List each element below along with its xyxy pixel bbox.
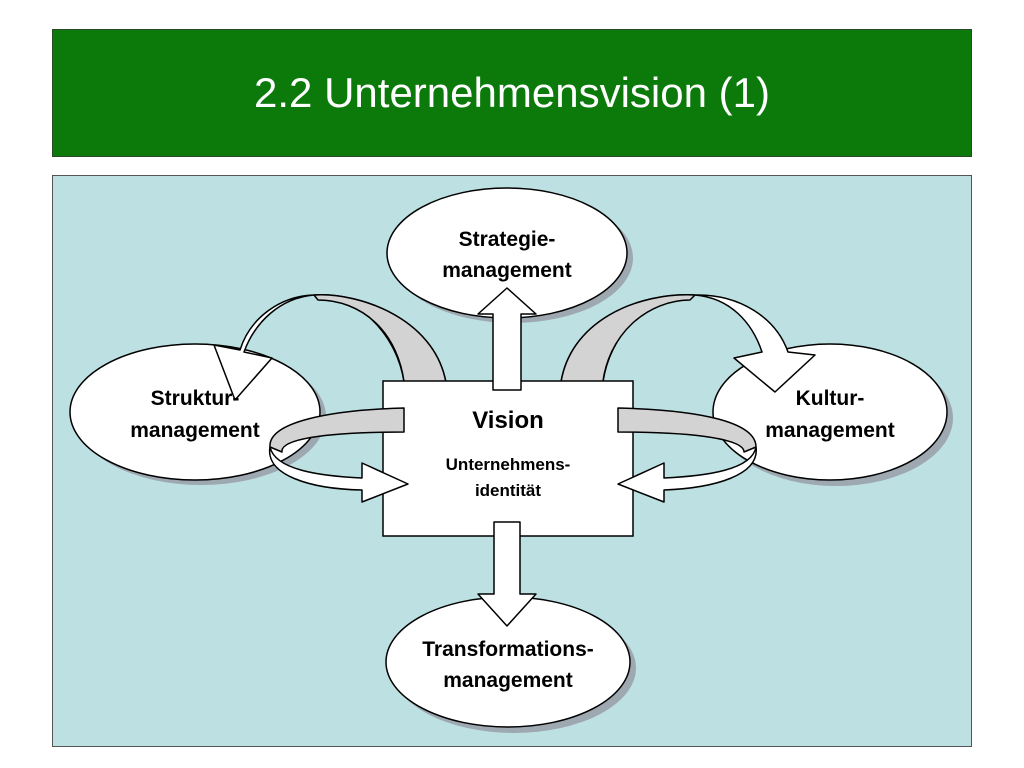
ring-arrow-right-front <box>617 446 757 503</box>
slide-title: 2.2 Unternehmensvision (1) <box>254 69 770 116</box>
kultur-label-line1: Kultur- <box>796 387 865 410</box>
curved-arrow-struktur-to-vision <box>269 407 409 503</box>
strategie-node <box>386 187 633 323</box>
title-bar: 2.2 Unternehmensvision (1) <box>52 29 972 157</box>
vision-box-rect <box>382 380 634 537</box>
ring-arrow-left-back <box>269 407 405 453</box>
struktur-node-ellipse <box>69 343 321 481</box>
curved-arrow-kultur-to-vision <box>617 407 757 503</box>
strategie-label-line2: management <box>442 259 572 282</box>
arrow-down-to-transformations <box>477 521 537 627</box>
transformations-label-line1: Transformations- <box>422 638 594 661</box>
strategie-label-line1: Strategie- <box>459 228 556 251</box>
vision-subtitle-line1: Unternehmens- <box>446 455 571 474</box>
ring-arrow-right-back <box>617 407 757 453</box>
vision-subtitle-line2: identität <box>475 481 541 500</box>
kultur-label-line2: management <box>765 419 895 442</box>
struktur-label-line2: management <box>130 419 260 442</box>
curved-arrow-to-struktur-body <box>313 294 448 391</box>
struktur-label-line1: Struktur- <box>151 387 240 410</box>
curved-arrow-to-kultur-body <box>559 294 696 391</box>
vision-title: Vision <box>472 407 544 434</box>
transformations-label-line2: management <box>443 669 573 692</box>
struktur-node <box>69 343 326 485</box>
arrow-up-to-strategie <box>477 287 537 391</box>
ring-arrow-left-front <box>269 446 409 503</box>
transformations-node <box>385 596 636 733</box>
vision-box <box>382 380 634 537</box>
